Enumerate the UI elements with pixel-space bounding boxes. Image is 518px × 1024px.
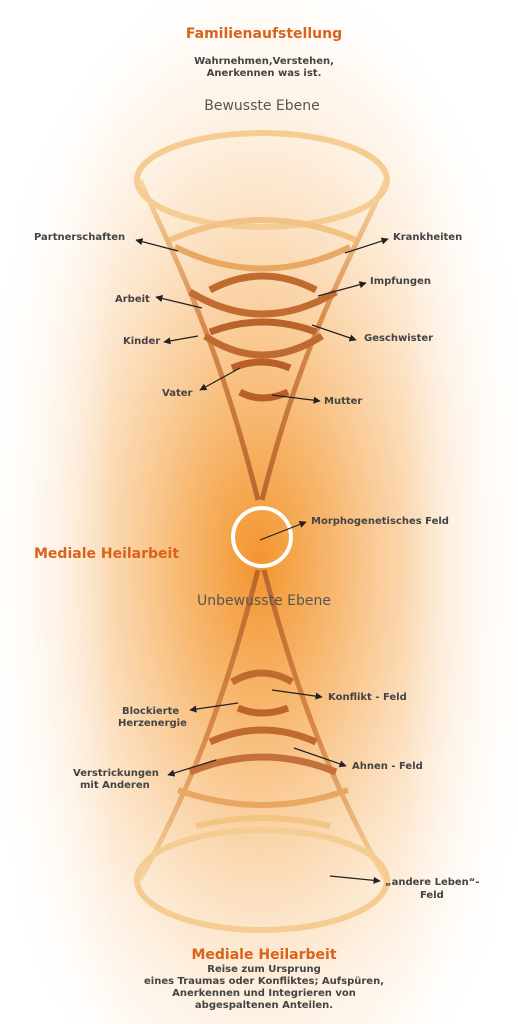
lower-cone (134, 569, 390, 933)
label-partnerschaften: Partnerschaften (34, 232, 126, 243)
footer-line-3: Anerkennen und Integrieren von (172, 988, 356, 999)
label-verstrickungen-1: Verstrickungen (73, 768, 159, 779)
footer-line-1: Reise zum Ursprung (207, 964, 321, 975)
subtitle-line-1: Wahrnehmen,Verstehen, (194, 56, 334, 67)
footer-line-2: eines Traumas oder Konfliktes; Aufspüren… (143, 976, 384, 987)
label-blockierte-2: Herzenergie (118, 718, 187, 729)
label-geschwister: Geschwister (364, 333, 434, 344)
unconscious-level-label: Unbewusste Ebene (197, 593, 331, 609)
label-impfungen: Impfungen (370, 276, 431, 287)
label-kinder: Kinder (123, 336, 161, 347)
label-verstrickungen-2: mit Anderen (80, 780, 150, 791)
conscious-level-label: Bewusste Ebene (204, 98, 320, 114)
page-title: Familienaufstellung (185, 26, 343, 42)
label-arbeit: Arbeit (115, 294, 150, 305)
footer-title: Mediale Heilarbeit (191, 947, 337, 963)
middle-title: Mediale Heilarbeit (34, 546, 180, 562)
label-vater: Vater (162, 388, 193, 399)
label-ahnen-feld: Ahnen - Feld (352, 761, 423, 772)
footer-line-4: abgespaltenen Anteilen. (194, 1000, 334, 1011)
label-konflikt-feld: Konflikt - Feld (328, 692, 407, 703)
label-mutter: Mutter (324, 396, 363, 407)
subtitle-line-2: Anerkennen was ist. (206, 68, 322, 79)
label-krankheiten: Krankheiten (393, 232, 463, 243)
pointer-lines (135, 237, 389, 884)
label-morphogenetic-field: Morphogenetisches Feld (311, 516, 449, 527)
label-blockierte-1: Blockierte (122, 706, 180, 717)
upper-cone (134, 130, 390, 501)
label-andere-leben-1: „andere Leben“- (385, 877, 480, 888)
label-andere-leben-2: Feld (420, 890, 444, 901)
center-circle (231, 506, 293, 568)
